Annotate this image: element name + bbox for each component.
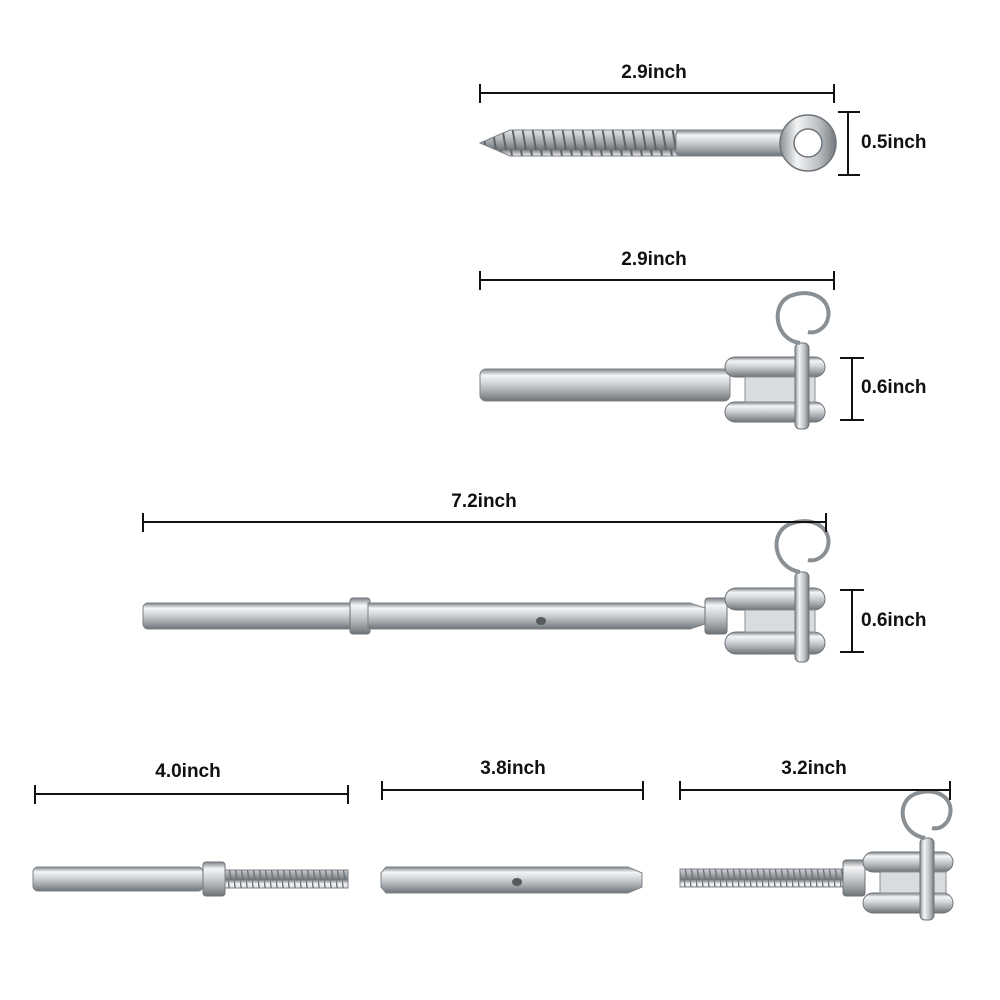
assembly-swage-barrel [142,602,354,630]
jaw-stud-fork-gap [879,871,947,894]
stud-barrel [32,866,204,892]
dimension-line-jaw-terminal-length [479,271,835,290]
dimension-line-turnbuckle-body-length [381,781,644,800]
assembly-body-hole [536,617,546,625]
dimension-line-assembly-height [840,589,864,653]
jaw-terminal-fork-lower [724,401,826,423]
jaw-stud-fork-lower [862,892,954,914]
dimension-line-eye-screw-height [838,111,860,176]
jaw-terminal-height-label: 0.6inch [861,377,927,398]
dimension-line-assembly-length [142,513,827,532]
stud-nut [202,861,226,897]
jaw-stud-nut [842,859,866,897]
turnbuckle-body-shape [380,866,643,894]
eye-screw-eye-hole [793,128,823,158]
jaw-terminal-pin [794,342,810,430]
assembly-length-label: 7.2inch [451,491,517,512]
eye-screw [478,114,837,172]
jaw-terminal-length-label: 2.9inch [621,249,687,270]
assembly-body [367,602,709,630]
jaw-terminal-split-ring [775,291,831,345]
jaw-terminal-barrel [479,368,731,402]
stud-thread [224,869,349,889]
jaw-terminal [479,291,831,430]
jaw-stud-split-ring [900,789,953,840]
assembly-fork-upper [724,587,826,611]
dimension-line-stud-length [34,785,349,804]
assembly-split-ring [774,519,831,574]
eye-screw-thread [478,129,681,157]
jaw-stud-thread [679,868,847,888]
assembly-right-nut [704,597,728,635]
assembly-height-label: 0.6inch [861,610,927,631]
turnbuckle-assembly [142,519,831,663]
dimension-line-jaw-terminal-height [840,357,864,421]
turnbuckle-body [380,866,643,894]
assembly-fork-lower [724,631,826,655]
stud-length-label: 4.0inch [155,761,221,782]
eye-screw-length-label: 2.9inch [621,62,687,83]
eye-screw-shank [675,129,787,157]
eye-screw-height-label: 0.5inch [861,132,927,153]
jaw-stud-length-label: 3.2inch [781,758,847,779]
turnbuckle-body-hole [512,878,522,886]
dimension-line-jaw-stud-length [679,781,951,800]
jaw-terminal-fork-upper [724,356,826,378]
assembly-pin [794,571,810,663]
turnbuckle-body-length-label: 3.8inch [480,758,546,779]
jaw-stud [679,789,954,921]
dimension-line-eye-screw-length [479,84,835,103]
jaw-stud-pin [919,837,935,921]
assembly-left-nut [349,597,371,635]
jaw-stud-fork-upper [862,851,954,873]
threaded-stud [32,861,349,897]
